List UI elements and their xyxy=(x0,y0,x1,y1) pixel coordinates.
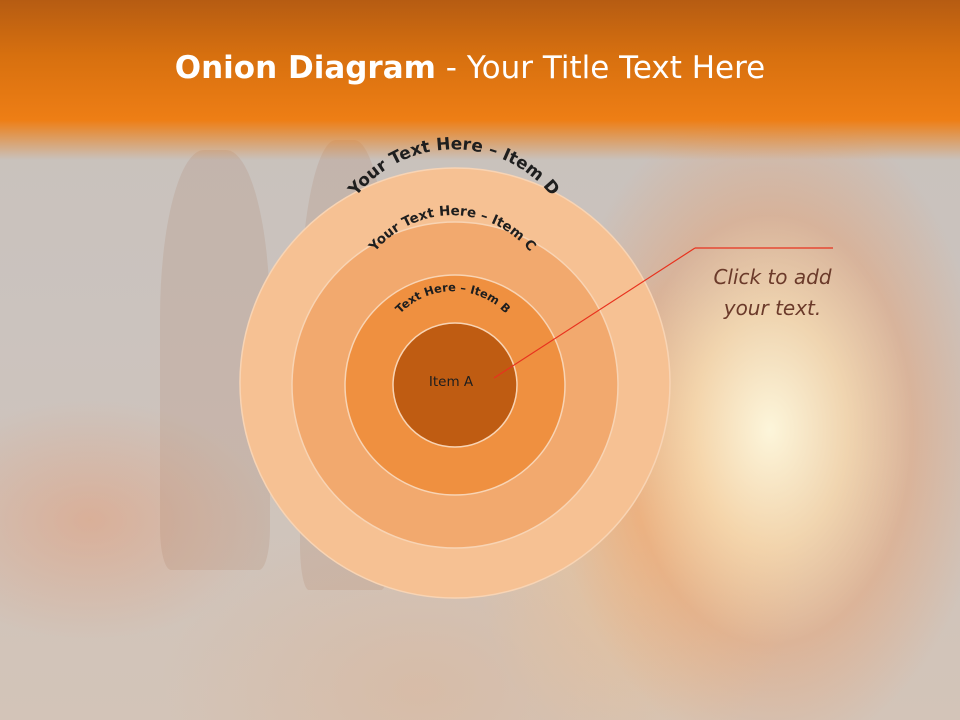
onion-core-item-a[interactable] xyxy=(392,322,518,448)
item-a-label: Item A xyxy=(429,374,474,390)
callout-connector-line xyxy=(493,247,696,379)
callout-line-2: your text. xyxy=(723,296,822,320)
slide-title[interactable]: Onion Diagram - Your Title Text Here xyxy=(0,48,940,88)
slide-title-rest: - Your Title Text Here xyxy=(435,50,766,86)
title-banner xyxy=(0,0,960,160)
slide-title-bold: Onion Diagram xyxy=(174,50,436,86)
callout-text-box[interactable]: Click to add your text. xyxy=(690,262,855,324)
callout-line-1: Click to add xyxy=(713,265,832,289)
